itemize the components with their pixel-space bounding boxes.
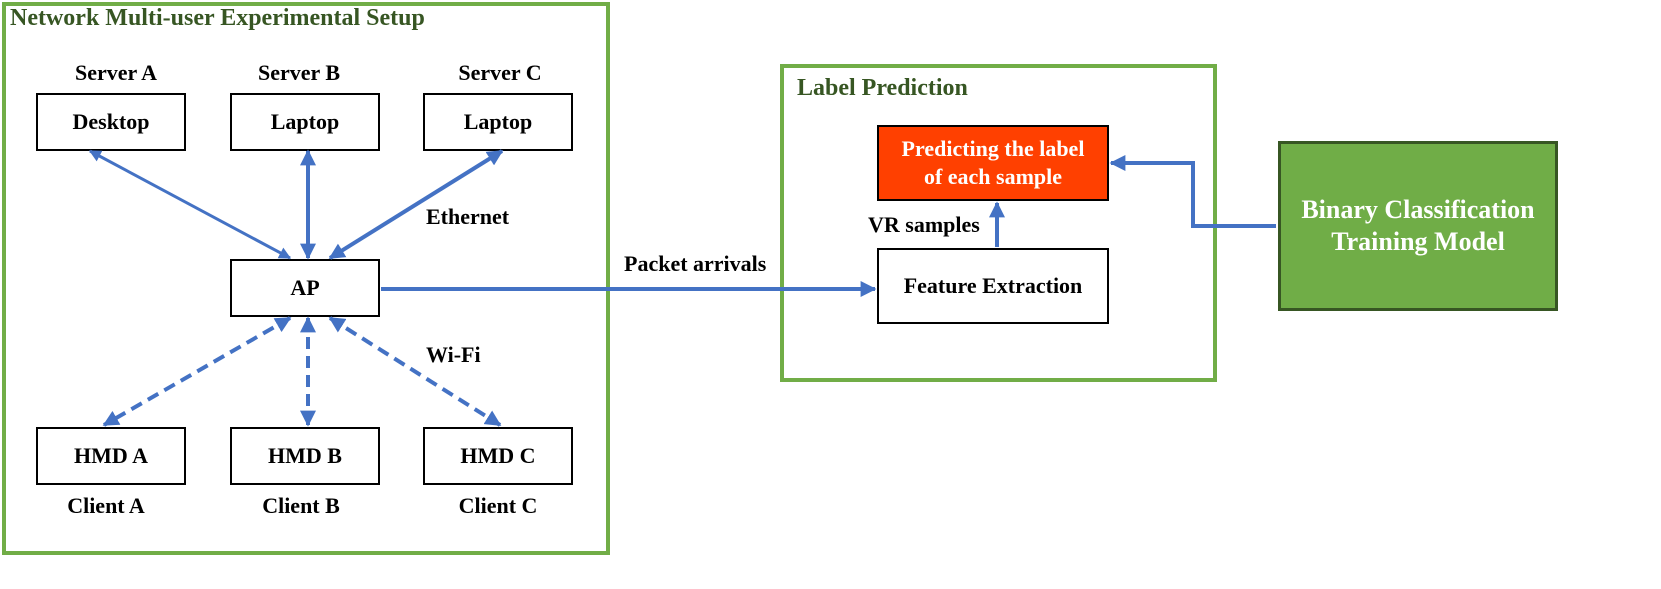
training-model-node: Binary Classification Training Model [1278,141,1558,311]
predict-label-line1: Predicting the label [901,136,1085,161]
ethernet-link-c [328,149,504,260]
packet-arrivals-label: Packet arrivals [624,251,767,276]
hmd-c-device: HMD C [460,443,536,468]
training-model-line1: Binary Classification [1301,195,1535,224]
vr-samples-label: VR samples [868,212,980,237]
hmd-b-node: HMD B [230,427,380,485]
client-a-label: Client A [67,493,145,518]
network-setup-title: Network Multi-user Experimental Setup [10,5,425,31]
server-c-label: Server C [458,60,542,85]
server-b-label: Server B [257,60,341,85]
access-point-label: AP [290,275,320,300]
access-point-node: AP [230,259,380,317]
hmd-c-node: HMD C [423,427,573,485]
server-a-label: Server A [74,60,158,85]
feature-extraction-node: Feature Extraction [877,248,1109,324]
client-c-label: Client C [458,493,538,518]
label-prediction-panel [780,64,1217,382]
server-c-node: Laptop [423,93,573,151]
server-b-device: Laptop [270,109,340,134]
client-b-label: Client B [262,493,340,518]
predict-label-node: Predicting the label of each sample [877,125,1109,201]
feature-extraction-label: Feature Extraction [903,273,1083,298]
training-model-line2: Training Model [1331,227,1505,256]
label-prediction-title: Label Prediction [797,75,968,101]
training-model-arrow [1109,155,1276,228]
ethernet-link-a [88,149,292,260]
hmd-a-node: HMD A [36,427,186,485]
server-a-device: Desktop [72,109,150,134]
network-setup-panel [2,2,610,555]
wifi-link-c [328,316,502,427]
hmd-a-device: HMD A [74,443,148,468]
hmd-b-device: HMD B [268,443,342,468]
server-c-device: Laptop [463,109,533,134]
server-a-node: Desktop [36,93,186,151]
predict-label-line2: of each sample [923,164,1063,189]
wifi-link-a [102,316,292,427]
